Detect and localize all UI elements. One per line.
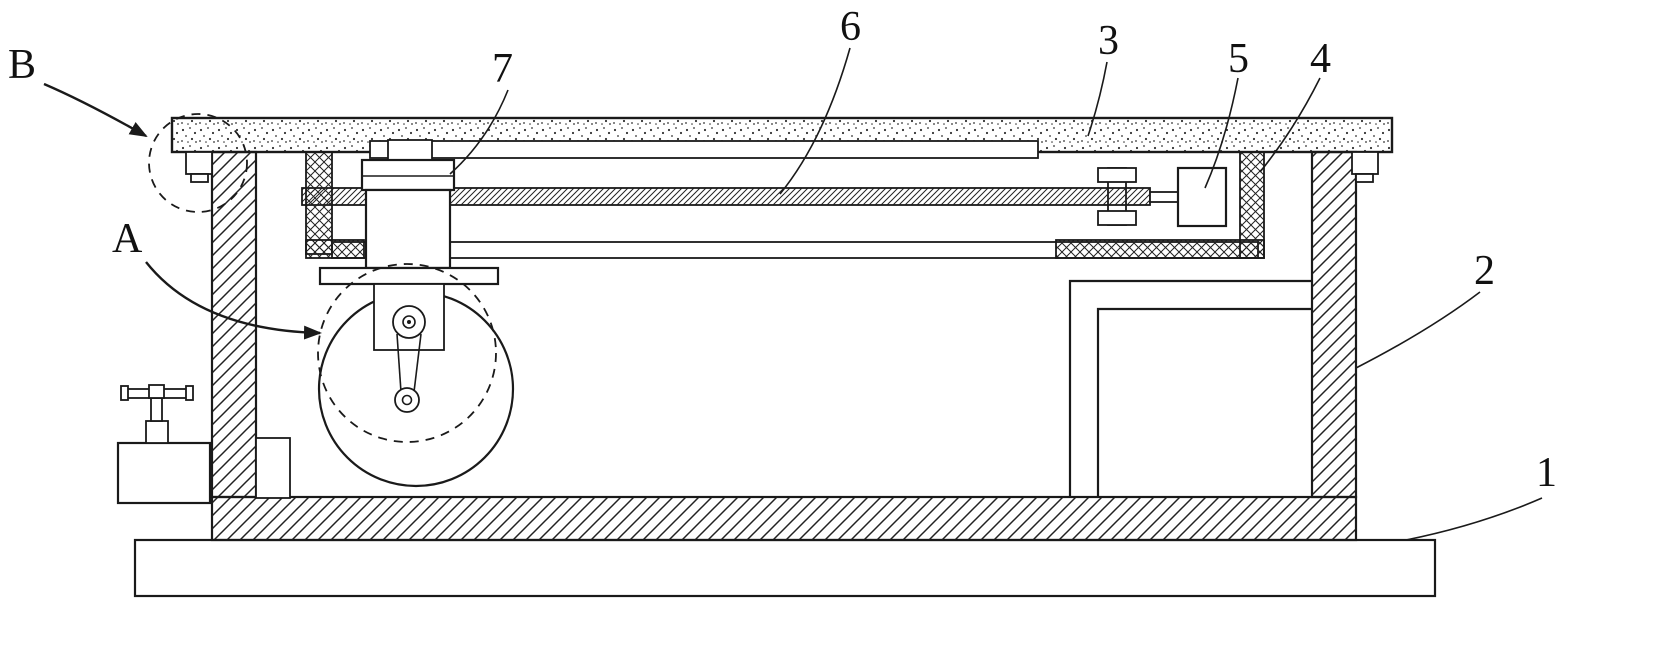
seal-block-right xyxy=(1239,151,1265,259)
valve-neck xyxy=(145,420,169,444)
carriage-nut-block xyxy=(360,158,456,192)
detail-circle-b xyxy=(148,113,248,213)
leader-1 xyxy=(1405,497,1543,541)
valve-handle-cap-right xyxy=(185,385,194,401)
housing-right-wall xyxy=(1310,150,1358,499)
leader-7 xyxy=(449,89,509,175)
leader-5 xyxy=(1204,77,1239,189)
carriage-column xyxy=(364,188,452,270)
motor-block xyxy=(1176,166,1228,228)
valve-handle-cap-left xyxy=(120,385,129,401)
leader-3 xyxy=(1087,61,1108,137)
ref-label-5: 5 xyxy=(1228,36,1249,82)
leader-6 xyxy=(779,47,851,195)
valve-stem xyxy=(150,397,163,422)
seal-block-left xyxy=(305,151,333,255)
leader-a-arrow xyxy=(145,261,322,340)
ref-label-1: 1 xyxy=(1536,450,1557,496)
plate-mount-right-foot xyxy=(1355,173,1374,183)
carriage-base-plate xyxy=(318,266,500,286)
valve-handle-hub xyxy=(148,384,165,399)
ref-label-3: 3 xyxy=(1098,18,1119,64)
carriage-top-block xyxy=(387,139,433,163)
valve-body xyxy=(116,441,212,505)
leader-4 xyxy=(1259,77,1321,173)
plate-mount-right xyxy=(1351,151,1379,175)
step-inner xyxy=(1096,307,1312,497)
ref-label-2: 2 xyxy=(1474,248,1495,294)
driven-pulley xyxy=(394,387,420,413)
driven-pulley-hub xyxy=(401,394,413,406)
ref-label-a: A xyxy=(112,216,143,262)
bearing-flange-top xyxy=(1097,167,1137,183)
housing-bottom xyxy=(210,495,1358,542)
work-plate xyxy=(369,140,1039,159)
step-outer xyxy=(1068,279,1312,497)
belt-left-run xyxy=(396,333,402,393)
wall-block xyxy=(255,437,291,499)
bearing-flange-bottom xyxy=(1097,210,1137,226)
plate-mount-left xyxy=(185,151,213,175)
base-plate xyxy=(133,538,1437,598)
ref-label-7: 7 xyxy=(492,46,513,92)
leader-b-arrow xyxy=(43,82,148,138)
drive-pulley-hub xyxy=(402,315,416,329)
drive-pulley-axle xyxy=(407,320,411,324)
ref-label-4: 4 xyxy=(1310,36,1331,82)
screw-shaft xyxy=(1149,191,1179,203)
seal-band-left xyxy=(305,239,365,259)
ref-label-b: B xyxy=(8,42,36,88)
detail-circle-a xyxy=(317,263,497,443)
leader-2 xyxy=(1355,291,1481,369)
plate-mount-left-foot xyxy=(190,173,209,183)
belt-right-run xyxy=(413,333,422,393)
seal-band-right xyxy=(1055,239,1265,259)
ref-label-6: 6 xyxy=(840,4,861,50)
